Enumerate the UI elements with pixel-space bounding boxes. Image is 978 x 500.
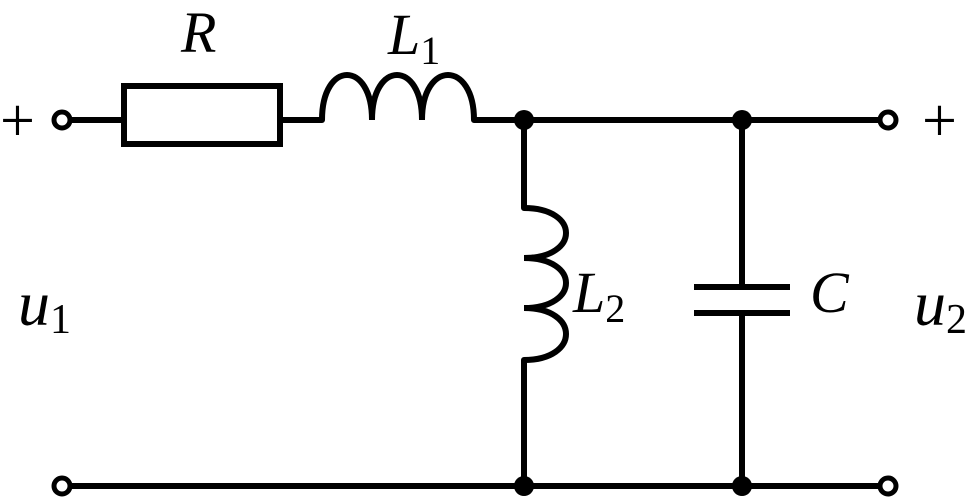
- inductor2-label: L2: [572, 260, 625, 331]
- terminal-input-bottom: [51, 475, 73, 497]
- resistor-r: [121, 83, 283, 147]
- junction-top-capacitor: [732, 110, 752, 130]
- junction-bottom-capacitor: [732, 476, 752, 496]
- junction-top-l2: [514, 110, 534, 130]
- terminal-output-top: [877, 109, 899, 131]
- input-plus-sign: +: [0, 87, 35, 155]
- capacitor-label: C: [810, 260, 850, 325]
- inductor-l2: [521, 205, 569, 363]
- terminal-input-top: [51, 109, 73, 131]
- inductor1-label: L1: [387, 2, 440, 73]
- terminal-output-bottom: [877, 475, 899, 497]
- output-plus-sign: +: [922, 87, 957, 155]
- resistor-label: R: [180, 0, 216, 65]
- junction-bottom-l2: [514, 476, 534, 496]
- inductor-l1: [319, 72, 477, 123]
- output-voltage-label: u2: [914, 268, 967, 343]
- input-voltage-label: u1: [18, 268, 71, 343]
